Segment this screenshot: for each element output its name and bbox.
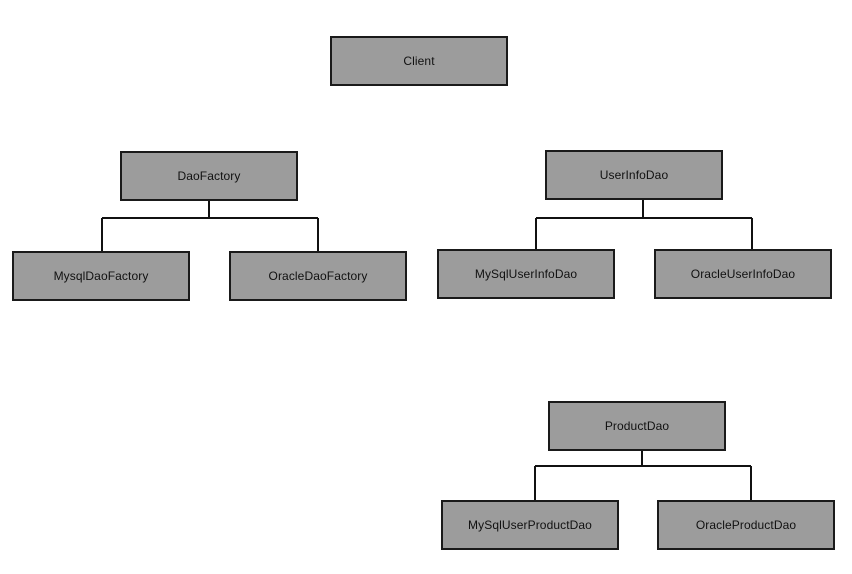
oracleproductdao-node: OracleProductDao — [657, 500, 835, 550]
userinfodao-node: UserInfoDao — [545, 150, 723, 200]
client-label: Client — [403, 54, 435, 68]
mysqluserproductdao-label: MySqlUserProductDao — [468, 518, 592, 532]
productdao-label: ProductDao — [604, 419, 670, 433]
userinfodao-connector — [535, 200, 753, 249]
mysqluserinfodao-node: MySqlUserInfoDao — [437, 249, 615, 299]
mysqldaofactory-label: MysqlDaoFactory — [53, 269, 149, 283]
productdao-node: ProductDao — [548, 401, 726, 451]
daofactory-connector — [101, 201, 319, 251]
mysqldaofactory-node: MysqlDaoFactory — [12, 251, 190, 301]
client-node: Client — [330, 36, 508, 86]
oracleuserinfodao-label: OracleUserInfoDao — [690, 267, 796, 281]
daofactory-label: DaoFactory — [177, 169, 241, 183]
oracledaofactory-label: OracleDaoFactory — [268, 269, 368, 283]
userinfodao-label: UserInfoDao — [599, 168, 669, 182]
oracledaofactory-node: OracleDaoFactory — [229, 251, 407, 301]
productdao-connector — [534, 451, 752, 500]
oracleproductdao-label: OracleProductDao — [695, 518, 797, 532]
daofactory-node: DaoFactory — [120, 151, 298, 201]
mysqluserinfodao-label: MySqlUserInfoDao — [474, 267, 578, 281]
oracleuserinfodao-node: OracleUserInfoDao — [654, 249, 832, 299]
mysqluserproductdao-node: MySqlUserProductDao — [441, 500, 619, 550]
